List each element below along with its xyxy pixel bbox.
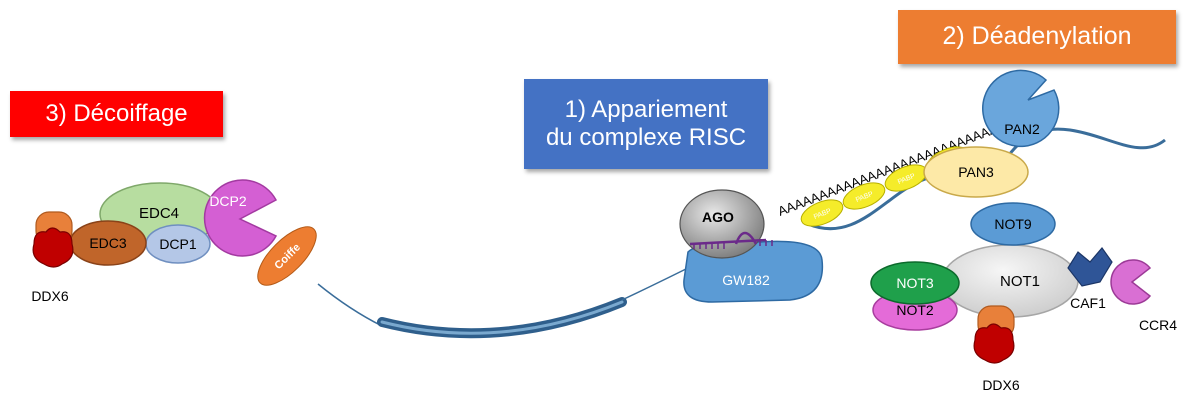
step3-decapping-box: 3) Décoiffage: [10, 91, 223, 137]
pan2-label: PAN2: [1004, 121, 1040, 137]
dcp2-label: DCP2: [209, 193, 247, 209]
pan2-protein: [982, 69, 1060, 148]
dcp1-label: DCP1: [159, 236, 197, 252]
step1-risc-pairing-box: 1) Appariement du complexe RISC: [524, 79, 768, 169]
pan3-label: PAN3: [958, 164, 994, 180]
pan2-pan3-complex: PAN2 PAN3: [923, 69, 1060, 198]
pabp-protein: PABP: [884, 164, 928, 192]
ddx6-right-label: DDX6: [982, 377, 1020, 393]
pabp-protein: PABP: [800, 199, 844, 227]
ccr4-label: CCR4: [1139, 317, 1177, 333]
pabp-protein: PABP: [842, 182, 886, 210]
caf1-label: CAF1: [1070, 295, 1106, 311]
edc4-label: EDC4: [139, 205, 179, 222]
not2-label: NOT2: [896, 302, 934, 318]
caf1-protein: [1067, 247, 1113, 287]
ddx6-left-protein: [32, 211, 74, 268]
not9-label: NOT9: [994, 216, 1032, 232]
not3-protein: [870, 261, 960, 305]
ccr4-not-complex: NOT1 NOT9 NOT2 NOT3 CAF1 CCR4 DDX6: [870, 202, 1177, 393]
not9-protein: [970, 202, 1056, 246]
edc3-label: EDC3: [89, 235, 127, 251]
ddx6-left-label: DDX6: [31, 288, 69, 304]
decapping-complex: EDC4 DCP2 DCP1 EDC3 DDX6 Coiffe: [31, 179, 317, 304]
pan3-protein: [923, 146, 1029, 198]
step2-label: 2) Déadenylation: [942, 22, 1132, 51]
not3-label: NOT3: [896, 275, 934, 291]
step2-deadenylation-box: 2) Déadenylation: [898, 10, 1176, 64]
risc-complex: GW182 AGO: [679, 189, 824, 303]
ddx6-right-protein: [973, 305, 1015, 364]
mirna-strand: [689, 231, 767, 246]
cap-structure: [257, 226, 317, 286]
step1-line2: du complexe RISC: [545, 124, 747, 151]
not1-label: NOT1: [1000, 273, 1040, 290]
step1-line1: 1) Appariement: [564, 95, 728, 123]
ccr4-protein: [1110, 259, 1152, 305]
ago-label: AGO: [702, 209, 734, 225]
step3-label: 3) Décoiffage: [45, 99, 188, 127]
dcp2-protein: [203, 179, 278, 257]
gw182-label: GW182: [722, 272, 770, 288]
